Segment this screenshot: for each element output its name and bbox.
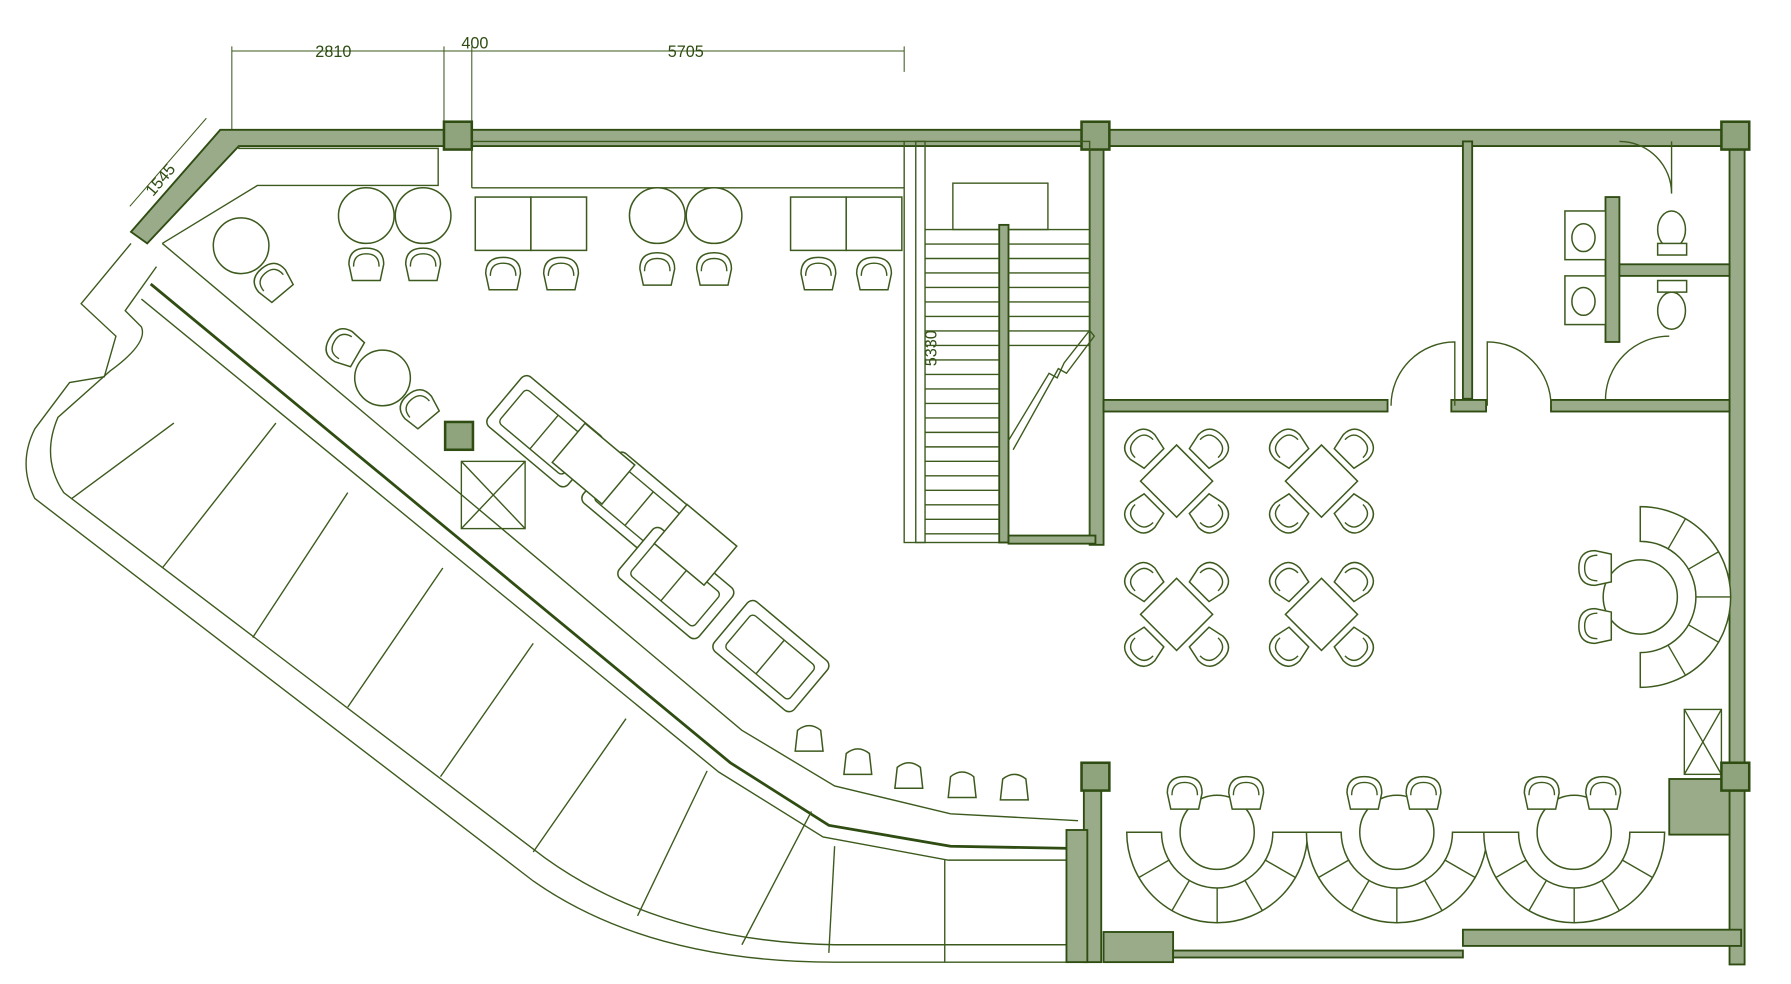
square-table [789, 196, 847, 252]
square-table [530, 196, 588, 252]
square-table [1284, 443, 1359, 519]
round-table [1358, 794, 1435, 871]
chair [1333, 492, 1375, 534]
chair [1333, 561, 1375, 603]
bar-stool [843, 748, 873, 776]
bar-stool [999, 773, 1030, 801]
round-table [353, 349, 412, 407]
dimension-2810: 2810 [315, 43, 351, 61]
facade-division [636, 770, 708, 917]
chair [639, 251, 676, 286]
facade-division [161, 422, 277, 569]
bar-stool [894, 762, 924, 790]
chair [542, 256, 580, 291]
column [1720, 120, 1751, 151]
chair [1166, 775, 1203, 810]
chair [1123, 492, 1165, 534]
chair [404, 247, 442, 282]
round-table [337, 187, 395, 245]
booth [1305, 794, 1489, 924]
dimension-5705: 5705 [668, 43, 704, 61]
facade [25, 242, 1089, 964]
column [442, 120, 474, 151]
doors [1390, 140, 1673, 406]
staircase [903, 140, 1097, 545]
round-table [1179, 794, 1256, 871]
counter-outline [140, 140, 1079, 861]
chair [1523, 775, 1560, 810]
column [1080, 120, 1111, 151]
chair [253, 262, 295, 304]
chair [1123, 626, 1165, 668]
chair [1123, 428, 1165, 470]
chair [1333, 626, 1375, 668]
column [1080, 761, 1111, 792]
chair [1333, 428, 1375, 470]
facade-division [439, 642, 534, 778]
round-table [628, 187, 686, 245]
chair [1578, 607, 1613, 645]
chair [1346, 775, 1383, 810]
facade-division [347, 567, 444, 708]
column [1720, 761, 1751, 792]
booth [1602, 505, 1732, 689]
columns [442, 120, 1751, 792]
facade-division [741, 811, 813, 946]
bar-stool [947, 771, 977, 799]
restroom-fixtures [1564, 210, 1688, 330]
bar-stool [794, 724, 824, 752]
square-table [474, 196, 532, 252]
chair [1188, 492, 1230, 534]
square-table [1139, 577, 1214, 652]
chair [484, 256, 522, 291]
chair [1578, 549, 1613, 587]
round-table [212, 217, 270, 275]
sofa [712, 599, 830, 713]
chair [399, 388, 441, 430]
chair [1268, 428, 1310, 470]
booth [1483, 794, 1666, 924]
facade-division [252, 492, 349, 638]
chair [1188, 428, 1230, 470]
chair [855, 256, 893, 291]
dimension-400: 400 [461, 35, 488, 53]
chair [1585, 775, 1622, 810]
chair [1268, 626, 1310, 668]
dimension-5330: 5330 [923, 330, 941, 366]
chair [325, 327, 366, 368]
chair [1227, 775, 1265, 810]
chair [695, 251, 733, 286]
chair [1123, 561, 1165, 603]
chair [1268, 492, 1310, 534]
round-table [1602, 559, 1679, 635]
chair [800, 256, 837, 291]
chair [1188, 626, 1230, 668]
square-table [1284, 577, 1359, 652]
round-table [394, 187, 452, 245]
chair [348, 247, 385, 282]
coffee-table [653, 503, 738, 587]
facade-division [828, 846, 836, 953]
chair [1188, 561, 1230, 603]
furniture [212, 187, 1732, 924]
chair [1405, 775, 1442, 810]
column [443, 420, 475, 452]
square-table [1139, 443, 1214, 519]
facade-division [532, 718, 627, 853]
chair [1268, 561, 1310, 603]
booth [1125, 794, 1309, 924]
facade-division [71, 422, 175, 500]
coffee-table [551, 422, 636, 506]
round-table [1536, 794, 1613, 871]
round-table [685, 187, 743, 245]
square-table [845, 196, 903, 252]
